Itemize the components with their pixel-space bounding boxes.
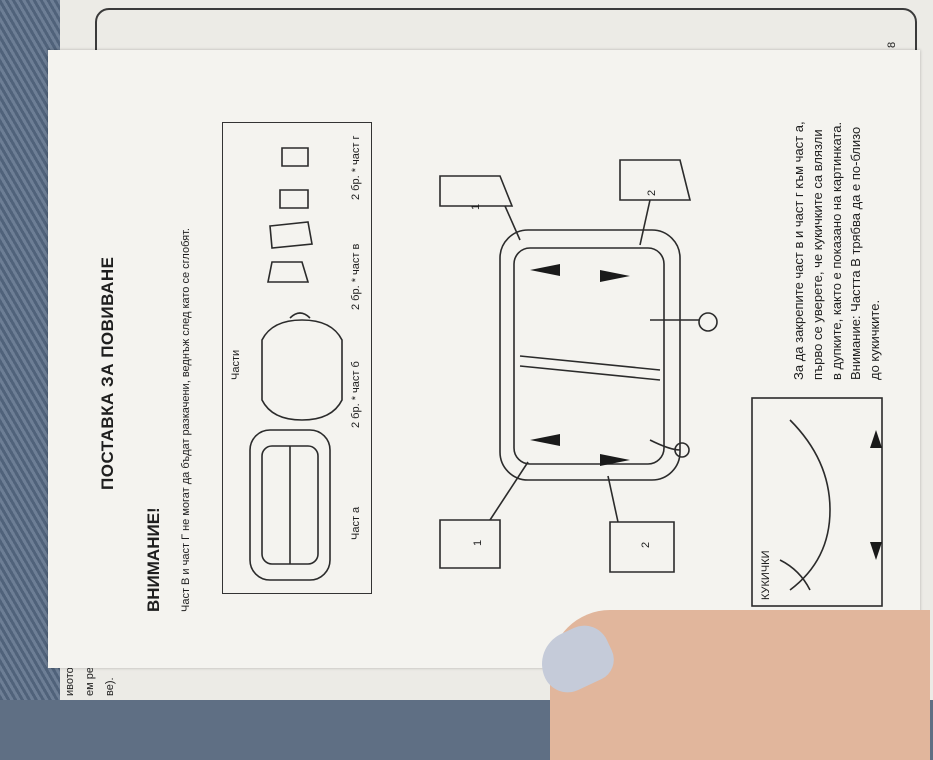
instruction-line-2: първо се уверете, че кукичките са влязли: [810, 129, 825, 380]
instruction-sheet: [48, 50, 920, 668]
arrow-icon: [870, 430, 882, 448]
arrow-icon: [530, 264, 560, 276]
instruction-line-1: За да закрепите част в и част г към част…: [791, 121, 806, 380]
part-a-drawing: [249, 429, 331, 581]
main-frame-drawing: [499, 229, 681, 481]
callout-number-4: 2: [640, 541, 652, 548]
arrow-icon: [530, 434, 560, 446]
part-g-drawing: [279, 147, 309, 209]
detail-box: [751, 397, 883, 607]
arrow-icon: [600, 270, 630, 282]
callout-bottom-left: [439, 519, 501, 569]
parts-box: [222, 122, 372, 594]
instruction-line-5: до кукичките.: [867, 299, 882, 380]
instruction-line-4: Внимание: Частта В трябва да е по-близо: [848, 126, 863, 380]
callout-top-right: [619, 159, 692, 201]
line-drawings: [249, 147, 883, 607]
callout-bottom-right: [609, 521, 675, 573]
instruction-line-3: в дупките, както е показано на картинкат…: [829, 121, 844, 380]
callout-number-2: 2: [646, 189, 658, 196]
part-b-drawing: [261, 319, 343, 421]
thumb: [550, 610, 930, 760]
hooks-label: КУКИЧКИ: [760, 550, 772, 600]
callout-number-1: 1: [470, 203, 482, 210]
part-v-drawing: [267, 221, 313, 283]
arrow-icon: [600, 454, 630, 466]
arrow-icon: [870, 542, 882, 560]
callout-number-3: 1: [472, 539, 484, 546]
callout-top-left: [439, 175, 514, 207]
